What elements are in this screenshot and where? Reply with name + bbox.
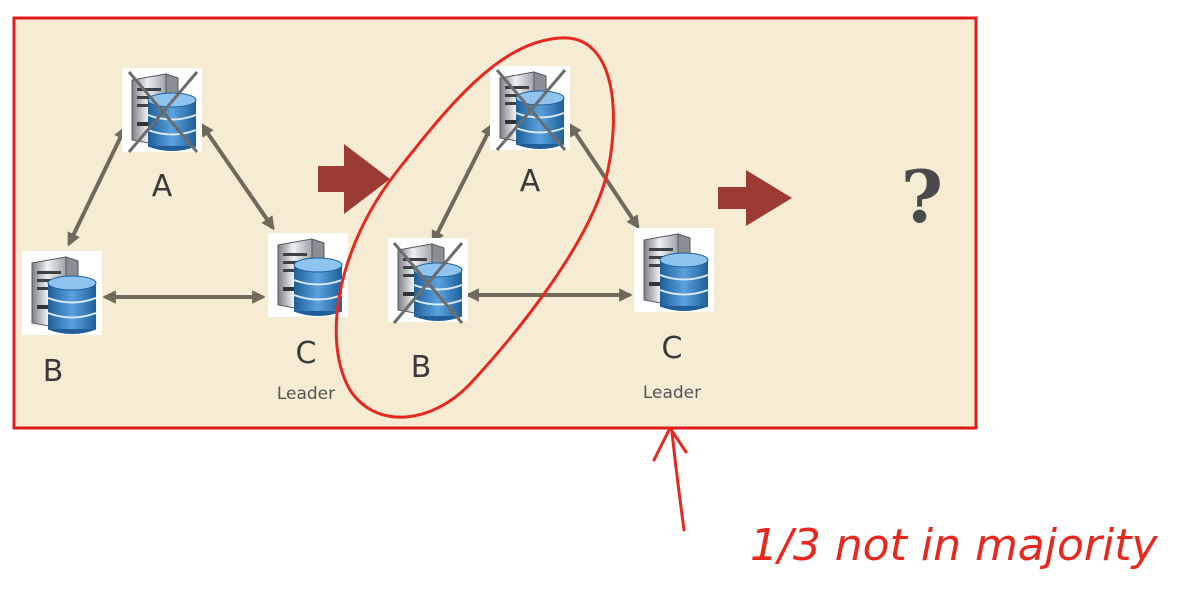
node-label: A <box>152 169 173 204</box>
leader-label: Leader <box>643 383 701 403</box>
annotation-arrow <box>652 426 688 532</box>
link-a-c <box>200 122 275 231</box>
node-label: C <box>662 331 683 366</box>
left-node-c: C Leader <box>267 232 349 404</box>
right-node-a: A <box>489 65 571 199</box>
node-label: B <box>411 350 432 385</box>
left-cluster: A B C Leader <box>21 67 349 404</box>
server-icon <box>267 232 349 318</box>
left-node-b: B <box>21 250 103 389</box>
server-icon <box>21 250 103 336</box>
right-links <box>431 122 640 302</box>
outcome-question-mark: ? <box>901 154 943 239</box>
annotation-text: 1/3 not in majority <box>750 520 1158 571</box>
node-label: A <box>520 164 541 199</box>
link-a-b <box>67 125 127 247</box>
server-icon <box>633 227 715 313</box>
right-node-b: B <box>387 237 469 385</box>
transition-arrow-1 <box>318 144 390 214</box>
node-label: C <box>296 336 317 371</box>
right-cluster: A B C Leader <box>387 65 715 403</box>
left-links <box>67 122 275 304</box>
link-a-b <box>431 122 494 245</box>
transition-arrow-2 <box>718 170 792 226</box>
link-a-c <box>568 122 640 230</box>
node-label: B <box>43 354 64 389</box>
highlight-ellipse <box>334 36 615 419</box>
left-node-a: A <box>121 67 203 204</box>
right-node-c: C Leader <box>633 227 715 403</box>
leader-label: Leader <box>277 384 335 404</box>
